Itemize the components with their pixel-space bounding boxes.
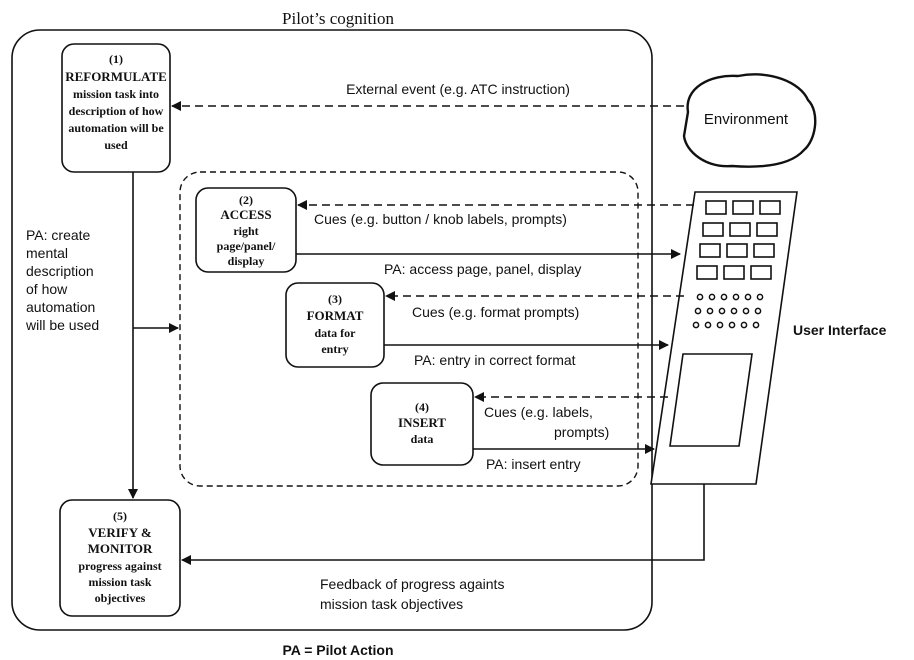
feedback-line-2: mission task objectives xyxy=(320,596,463,612)
ui-key-10 xyxy=(696,265,718,280)
ui-knob xyxy=(754,307,762,315)
cues-insert-line-1: Cues (e.g. labels, xyxy=(484,404,593,420)
ui-button-grid xyxy=(696,200,781,280)
ui-knob xyxy=(732,293,740,301)
insert-number: (4) xyxy=(415,400,429,414)
verify-line-3: objectives xyxy=(95,591,146,605)
ui-key-3 xyxy=(759,200,781,215)
insert-heading: INSERT xyxy=(398,415,446,430)
verify-line-1: progress against xyxy=(78,559,161,573)
feedback-arrow xyxy=(181,484,705,565)
ui-knob xyxy=(692,321,700,329)
feedback-line-1: Feedback of progress againts xyxy=(320,576,504,592)
ui-knob xyxy=(744,293,752,301)
pilot-cognition-boundary xyxy=(11,29,653,631)
access-line-3: display xyxy=(228,254,265,268)
diagram-title: Pilot’s cognition xyxy=(282,9,394,28)
cues-insert-line-2: prompts) xyxy=(554,424,609,440)
ui-key-1 xyxy=(705,200,727,215)
format-box: (3) FORMAT data for entry xyxy=(285,282,385,368)
ui-key-2 xyxy=(732,200,754,215)
pa-create-line-6: will be used xyxy=(25,317,99,333)
insert-box: (4) INSERT data xyxy=(370,382,474,466)
reformulate-number: (1) xyxy=(109,52,123,66)
reformulate-heading: REFORMULATE xyxy=(65,69,167,84)
ui-knob xyxy=(694,307,702,315)
pa-create-line-4: of how xyxy=(26,281,68,297)
verify-line-2: mission task xyxy=(88,575,151,589)
pa-create-line-1: PA: create xyxy=(26,227,91,243)
format-heading: FORMAT xyxy=(307,308,364,323)
ui-key-6 xyxy=(756,222,778,237)
cues-format-label: Cues (e.g. format prompts) xyxy=(412,304,579,320)
reformulate-line-3: automation will be xyxy=(68,121,164,135)
ui-knob xyxy=(752,321,760,329)
environment-label: Environment xyxy=(704,111,789,128)
pa-format-label: PA: entry in correct format xyxy=(414,352,576,368)
pa-create-label: PA: create mental description of how aut… xyxy=(25,227,99,333)
verify-heading-1: VERIFY & xyxy=(88,525,152,540)
ui-knob xyxy=(706,307,714,315)
ui-knob xyxy=(718,307,726,315)
ui-knob xyxy=(696,293,704,301)
pa-create-line-2: mental xyxy=(26,245,68,261)
user-interface-panel xyxy=(650,191,798,485)
user-interface-label: User Interface xyxy=(793,322,887,338)
ui-key-11 xyxy=(723,265,745,280)
ui-knob xyxy=(704,321,712,329)
verify-number: (5) xyxy=(113,509,127,523)
reformulate-line-4: used xyxy=(104,138,128,152)
ui-knob xyxy=(728,321,736,329)
verify-heading-2: MONITOR xyxy=(88,541,153,556)
insert-line-1: data xyxy=(411,432,434,446)
external-event-label: External event (e.g. ATC instruction) xyxy=(346,81,570,97)
ui-key-4 xyxy=(702,222,724,237)
ui-key-5 xyxy=(729,222,751,237)
ui-knob xyxy=(720,293,728,301)
ui-knob xyxy=(708,293,716,301)
pa-create-line-5: automation xyxy=(26,299,95,315)
footer-legend: PA = Pilot Action xyxy=(282,642,393,658)
ui-knob xyxy=(756,293,764,301)
ui-knob xyxy=(730,307,738,315)
ui-key-8 xyxy=(726,243,748,258)
format-line-2: entry xyxy=(321,342,348,356)
ui-knob xyxy=(716,321,724,329)
pa-insert-label: PA: insert entry xyxy=(486,456,581,472)
reformulate-line-1: mission task into xyxy=(73,87,159,101)
cues-access-label: Cues (e.g. button / knob labels, prompts… xyxy=(314,211,567,227)
access-line-2: page/panel/ xyxy=(217,239,276,253)
format-line-1: data for xyxy=(315,326,357,340)
access-box: (2) ACCESS right page/panel/ display xyxy=(195,187,297,273)
ui-key-7 xyxy=(699,243,721,258)
interaction-loop-boundary xyxy=(179,171,639,487)
format-number: (3) xyxy=(328,292,342,306)
ui-key-12 xyxy=(750,265,772,280)
ui-key-9 xyxy=(753,243,775,258)
pa-create-line-3: description xyxy=(26,263,94,279)
access-heading: ACCESS xyxy=(220,207,271,222)
verify-box: (5) VERIFY & MONITOR progress against mi… xyxy=(59,499,181,617)
access-line-1: right xyxy=(233,224,258,238)
ui-display-screen xyxy=(669,353,753,447)
ui-knob-dots xyxy=(692,293,764,329)
reformulate-line-2: description of how xyxy=(69,104,164,118)
access-number: (2) xyxy=(239,193,253,207)
ui-knob xyxy=(742,307,750,315)
ui-knob xyxy=(740,321,748,329)
environment-node: Environment xyxy=(682,73,817,168)
pa-access-label: PA: access page, panel, display xyxy=(384,261,581,277)
reformulate-box: (1) REFORMULATE mission task into descri… xyxy=(61,43,171,173)
